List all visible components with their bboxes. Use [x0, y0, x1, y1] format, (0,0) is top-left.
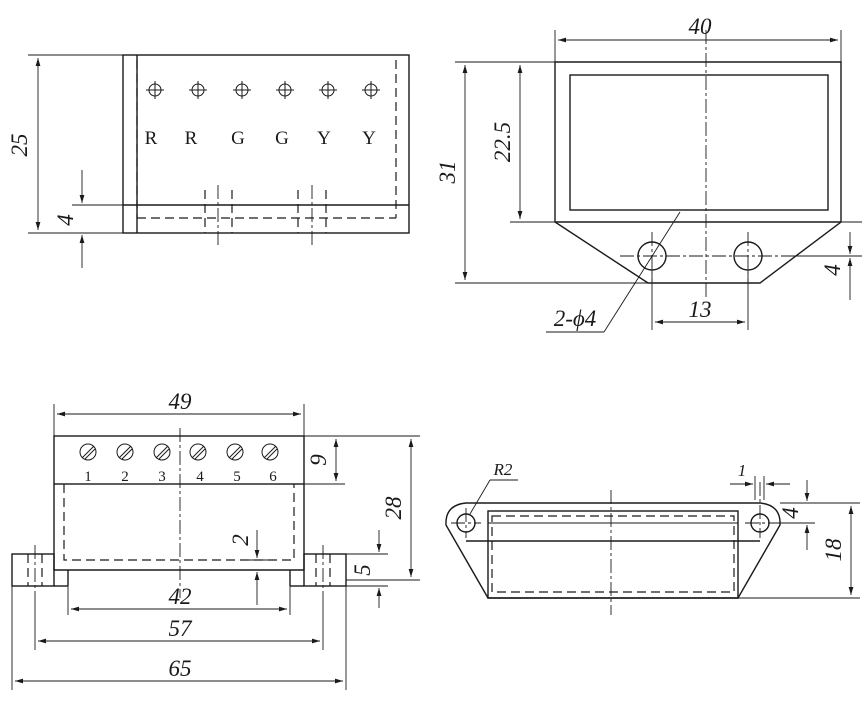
terminal-marker-4 [276, 81, 294, 99]
terminal-screw-2 [116, 443, 134, 461]
terminal-label-4: G [275, 128, 289, 149]
dim-inner: 42 [169, 584, 192, 609]
terminal-screw-1 [79, 443, 97, 461]
terminal-label-2: R [185, 128, 198, 149]
terminal-number-4: 4 [196, 469, 204, 485]
terminal-number-6: 6 [269, 469, 277, 485]
dim-total-height: 31 [435, 161, 460, 185]
dim-flange: 5 [350, 564, 375, 576]
terminal-marker-5 [319, 81, 337, 99]
terminal-number-5: 5 [233, 469, 241, 485]
terminal-number-1: 1 [84, 469, 92, 485]
dim-height: 18 [821, 538, 846, 562]
terminal-label-6: Y [362, 128, 376, 149]
dim-wall: 2 [228, 534, 253, 546]
dim-width: 49 [169, 389, 193, 414]
terminal-label-1: R [145, 128, 158, 149]
side-view: 40 31 22.5 4 13 2-ϕ4 [435, 14, 862, 333]
dim-tab: 4 [820, 264, 845, 276]
end-view: R2 1 4 18 [445, 460, 860, 615]
dim-holes: 2-ϕ4 [554, 306, 597, 331]
terminal-number-3: 3 [158, 469, 166, 485]
dim-overall: 65 [169, 656, 192, 681]
dim-hole-spacing: 13 [689, 297, 712, 322]
dim-width: 40 [689, 14, 713, 39]
dim-base: 4 [53, 214, 78, 226]
terminal-marker-1 [146, 81, 164, 99]
terminal-marker-3 [233, 81, 251, 99]
dim-tab: 4 [778, 507, 803, 519]
terminal-marker-6 [362, 81, 380, 99]
dim-hole-span: 57 [169, 616, 194, 641]
terminal-screw-3 [153, 443, 171, 461]
dim-gap: 1 [738, 461, 747, 480]
terminal-screw-6 [261, 443, 279, 461]
terminal-screw-4 [189, 443, 207, 461]
dim-inner-height: 22.5 [490, 122, 515, 162]
terminal-label-5: Y [317, 128, 331, 149]
top-view: 1 2 3 4 5 6 49 9 28 [11, 389, 420, 690]
terminal-number-2: 2 [121, 469, 129, 485]
dim-height: 28 [381, 496, 406, 520]
dim-height: 25 [7, 134, 32, 157]
terminal-screw-5 [226, 443, 244, 461]
front-view: R R G G Y Y 25 4 [7, 54, 410, 268]
dim-block: 9 [306, 454, 331, 466]
terminal-label-3: G [231, 128, 245, 149]
terminal-marker-2 [189, 81, 207, 99]
dim-radius: R2 [493, 460, 513, 479]
